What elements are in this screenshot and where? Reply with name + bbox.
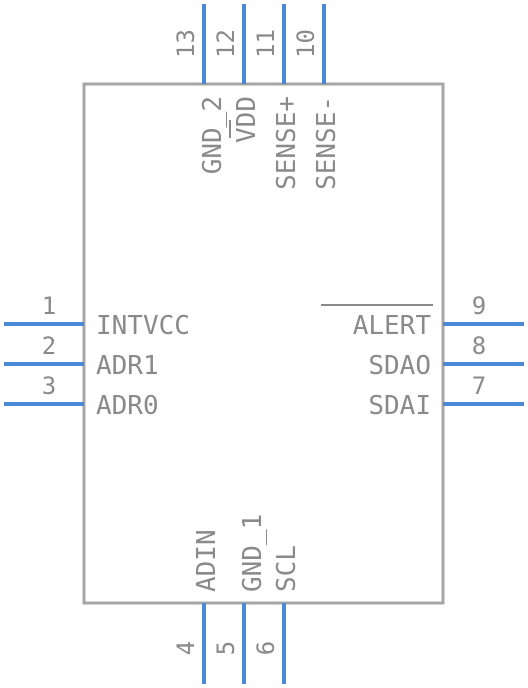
pin-3-label: ADR0 bbox=[96, 391, 159, 421]
pin-2-number: 2 bbox=[42, 332, 56, 360]
pin-10-number: 10 bbox=[292, 29, 320, 58]
pin-11-label: SENSE+ bbox=[272, 96, 302, 190]
pin-4-number: 4 bbox=[172, 641, 200, 655]
pin-4-label: ADIN bbox=[192, 529, 222, 592]
pin-5-number: 5 bbox=[212, 641, 240, 655]
pin-10-label: SENSE- bbox=[312, 96, 342, 190]
pin-13-number: 13 bbox=[172, 29, 200, 58]
pin-7-number: 7 bbox=[472, 372, 486, 400]
pin-13-label: GND_2 bbox=[198, 96, 228, 174]
pin-9-number: 9 bbox=[472, 292, 486, 320]
pin-5-label: GND_1 bbox=[238, 514, 268, 592]
pin-1-number: 1 bbox=[42, 292, 56, 320]
pin-12-label: VDD bbox=[232, 96, 262, 143]
pin-2-label: ADR1 bbox=[96, 351, 159, 381]
pin-8-label: SDAO bbox=[368, 351, 431, 381]
pin-7-label: SDAI bbox=[368, 391, 431, 421]
pin-6-number: 6 bbox=[252, 641, 280, 655]
pin-8-number: 8 bbox=[472, 332, 486, 360]
pin-11-number: 11 bbox=[252, 29, 280, 58]
pin-9-label: ALERT bbox=[353, 311, 432, 341]
component-body bbox=[82, 82, 445, 605]
pin-6-label: SCL bbox=[272, 545, 302, 592]
pin-1-label: INTVCC bbox=[96, 311, 190, 341]
pin-12-number: 12 bbox=[212, 29, 240, 58]
pin-3-number: 3 bbox=[42, 372, 56, 400]
